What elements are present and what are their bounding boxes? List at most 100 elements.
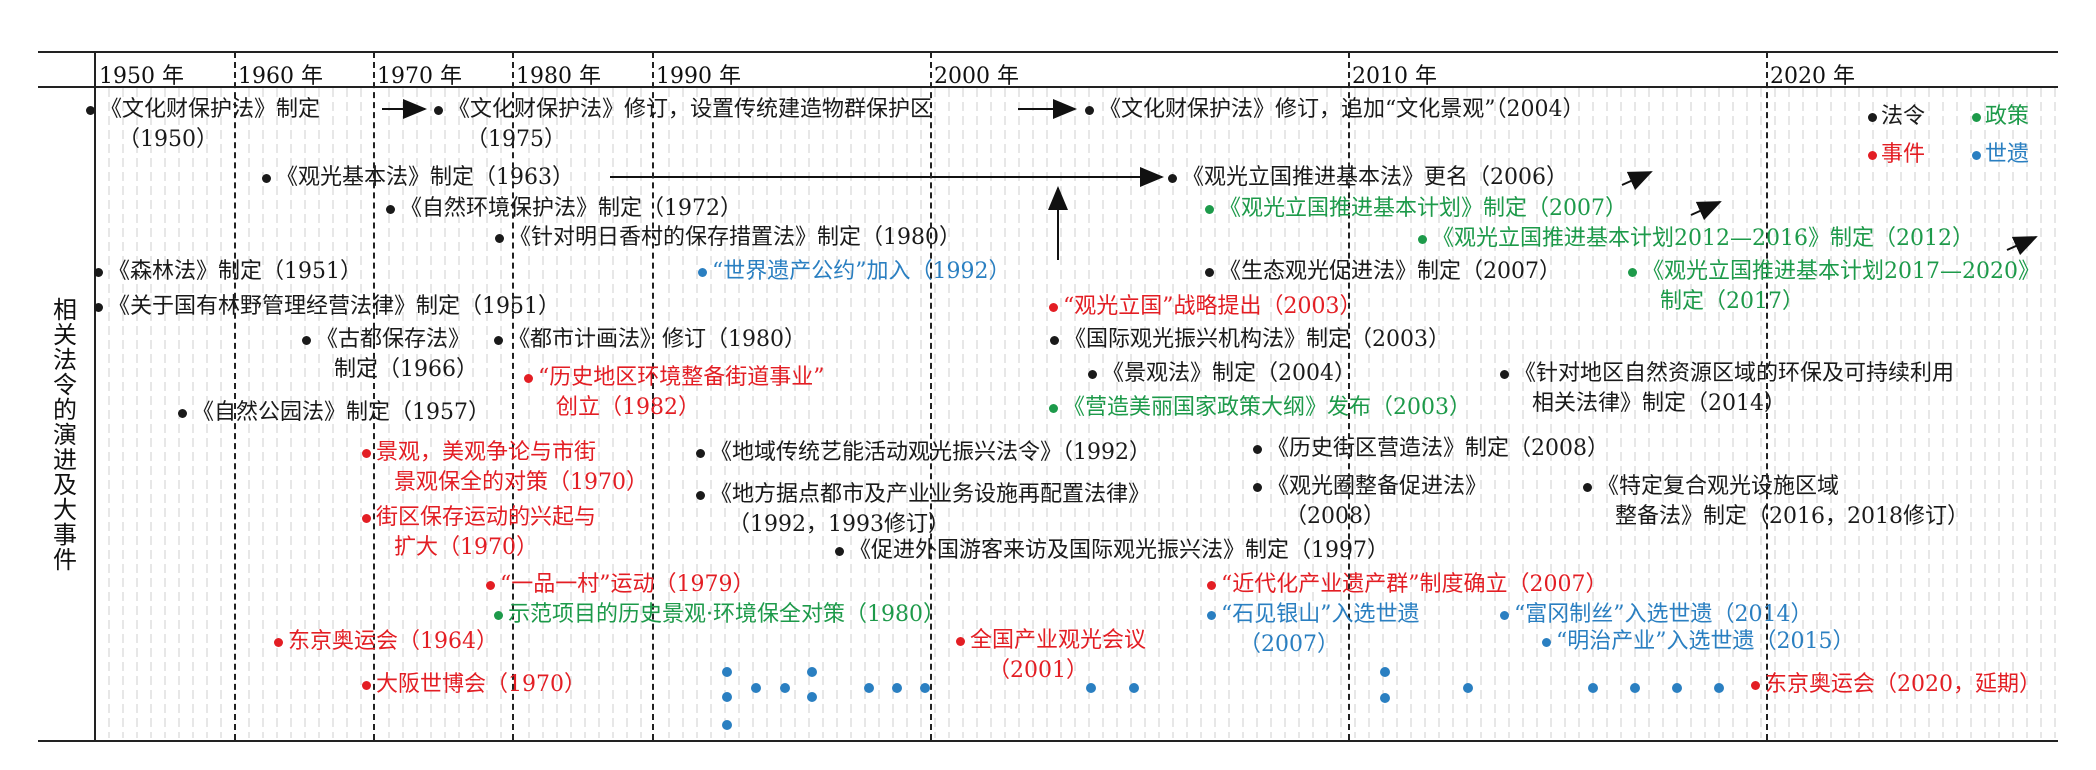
law-marker — [696, 491, 705, 500]
law-marker — [835, 547, 844, 556]
legend-label: 法令 — [1881, 104, 1926, 129]
legend-marker — [1972, 150, 1981, 160]
event-text: 《自然环境保护法》制定（1972） — [400, 196, 742, 221]
heritage-dot — [807, 692, 817, 702]
event-text-line2: （1992，1993修订） — [728, 512, 950, 537]
event-text: 《都市计画法》修订（1980） — [508, 327, 806, 352]
event-marker — [486, 581, 495, 590]
event-text-line2: （1975） — [466, 127, 566, 152]
legend-label: 事件 — [1881, 142, 1926, 167]
event-text: 示范项目的历史景观·环境保全对策（1980） — [508, 602, 945, 627]
event-text: 《地域传统艺能活动观光振兴法令》（1992） — [710, 440, 1151, 465]
event-text-line2: 制定（1966） — [334, 357, 478, 382]
event-text: 《营造美丽国家政策大纲》发布（2003） — [1063, 395, 1471, 420]
year-label: 1970 年 — [377, 64, 462, 89]
legend-marker — [1972, 112, 1981, 122]
event-label: 全国产业观光会议（2001） — [956, 626, 1147, 686]
event-label: 《观光圈整备促进法》（2008） — [1253, 472, 1487, 532]
heritage-dot — [1086, 683, 1096, 693]
decade-line — [512, 52, 514, 740]
heritage-dot — [920, 683, 930, 693]
event-text: 《历史街区营造法》制定（2008） — [1267, 436, 1609, 461]
top-rule — [38, 51, 2058, 53]
event-label: 《针对地区自然资源区域的环保及可持续利用相关法律》制定（2014） — [1500, 359, 1955, 419]
law-marker — [1088, 370, 1097, 379]
event-text-line2: 创立（1982） — [556, 395, 700, 420]
year-label: 2010 年 — [1352, 64, 1437, 89]
heritage-dot — [1714, 683, 1724, 693]
event-text: “明治产业”入选世遗（2015） — [1556, 629, 1855, 654]
event-text: 《文化财保护法》修订，追加“文化景观”（2004） — [1099, 97, 1585, 122]
heritage-dot — [1630, 683, 1640, 693]
law-marker — [1168, 174, 1177, 183]
heritage-dot — [722, 667, 732, 677]
event-label: 《景观法》制定（2004） — [1088, 359, 1356, 389]
event-text-line2: 整备法》制定（2016，2018修订） — [1615, 504, 1969, 529]
decade-line — [373, 52, 375, 740]
event-text: 《促进外国游客来访及国际观光振兴法》制定（1997） — [849, 538, 1389, 563]
heritage-dot — [1380, 693, 1390, 703]
event-label: 《文化财保护法》修订，设置传统建造物群保护区（1975） — [434, 95, 932, 155]
event-text: 东京奥运会（1964） — [288, 629, 498, 654]
event-text: “历史地区环境整备街道事业” — [538, 365, 825, 390]
bottom-rule — [38, 740, 2058, 742]
legend-label: 政策 — [1985, 104, 2030, 129]
event-label: 《古都保存法》制定（1966） — [302, 325, 478, 385]
policy-marker — [494, 611, 503, 620]
event-label: 《文化财保护法》修订，追加“文化景观”（2004） — [1085, 95, 1585, 125]
event-marker — [1049, 303, 1058, 312]
event-text: 《观光立国推进基本法》更名（2006） — [1182, 165, 1568, 190]
law-marker — [1500, 370, 1509, 379]
law-marker — [262, 174, 271, 183]
event-label: 《自然公园法》制定（1957） — [178, 398, 490, 428]
side-title: 相关法令的演进及大事件 — [53, 296, 77, 574]
event-text: 全国产业观光会议 — [970, 628, 1147, 653]
event-text: 《针对地区自然资源区域的环保及可持续利用 — [1514, 361, 1955, 386]
heritage-dot — [780, 683, 790, 693]
law-marker — [696, 449, 705, 458]
law-marker — [494, 336, 503, 345]
heritage-dot — [751, 683, 761, 693]
event-label: 《历史街区营造法》制定（2008） — [1253, 434, 1609, 464]
event-label: 《生态观光促进法》制定（2007） — [1205, 257, 1561, 287]
event-text: 《自然公园法》制定（1957） — [192, 400, 490, 425]
event-text-line2: 相关法律》制定（2014） — [1532, 391, 1786, 416]
law-marker — [434, 106, 443, 115]
decade-line — [1348, 52, 1350, 740]
event-label: 《地方据点都市及产业业务设施再配置法律》（1992，1993修订） — [696, 480, 1150, 540]
heritage-dot — [1129, 683, 1139, 693]
year-label: 1980 年 — [516, 64, 601, 89]
law-marker — [1253, 483, 1262, 492]
event-label: 《营造美丽国家政策大纲》发布（2003） — [1049, 393, 1471, 423]
legend-marker — [1868, 150, 1877, 160]
policy-marker — [1205, 205, 1214, 214]
event-label: 《观光立国推进基本计划》制定（2007） — [1205, 194, 1627, 224]
event-marker — [362, 681, 371, 690]
event-text: 《观光立国推进基本计划》制定（2007） — [1219, 196, 1627, 221]
event-marker — [274, 638, 283, 647]
policy-marker — [1418, 235, 1427, 244]
event-text: “富冈制丝”入选世遗（2014） — [1514, 602, 1813, 627]
law-marker — [1085, 106, 1094, 115]
event-text: 《森林法》制定（1951） — [108, 259, 362, 284]
event-text-line2: 制定（2017） — [1660, 289, 1804, 314]
policy-marker — [1049, 404, 1058, 413]
heritage-dot — [722, 692, 732, 702]
event-text: 《生态观光促进法》制定（2007） — [1219, 259, 1561, 284]
year-label: 1960 年 — [238, 64, 323, 89]
event-label: “近代化产业遗产群”制度确立（2007） — [1207, 570, 1607, 600]
law-marker — [302, 336, 311, 345]
event-label: 《特定复合观光设施区域整备法》制定（2016，2018修订） — [1583, 472, 1969, 532]
event-text: 《古都保存法》 — [316, 327, 471, 352]
event-text: 东京奥运会（2020，延期） — [1765, 672, 2041, 697]
decade-line — [652, 52, 654, 740]
event-label: 东京奥运会（2020，延期） — [1751, 670, 2041, 700]
heritage-dot — [1588, 683, 1598, 693]
year-label: 2000 年 — [934, 64, 1019, 89]
law-marker — [94, 303, 103, 312]
event-marker — [956, 637, 965, 646]
heritage-marker — [1542, 638, 1551, 647]
event-label: 《观光基本法》制定（1963） — [262, 163, 574, 193]
heritage-dot — [892, 683, 902, 693]
event-label: 大阪世博会（1970） — [362, 670, 586, 700]
